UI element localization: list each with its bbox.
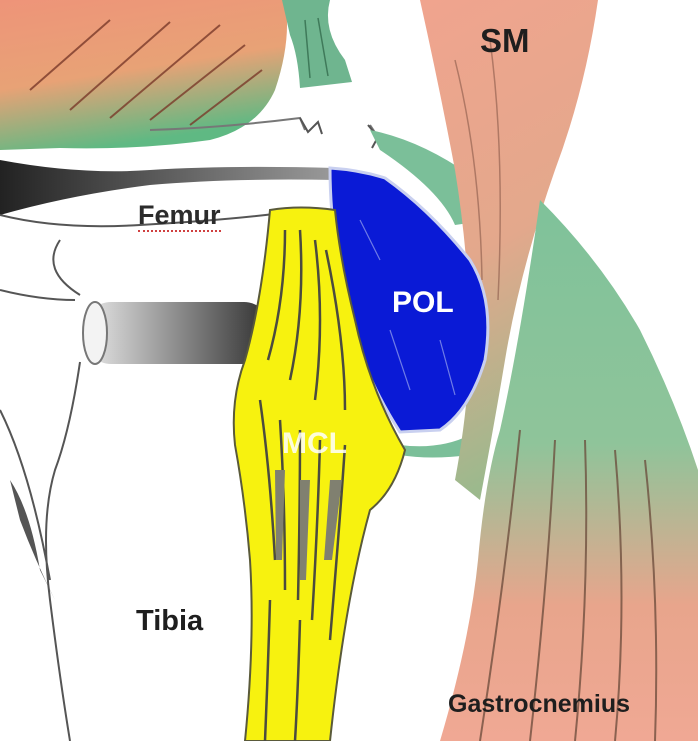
tibia-outline	[0, 362, 80, 741]
adductor-tendon	[282, 0, 352, 88]
femur-condyle	[300, 118, 378, 148]
gastrocnemius-label: Gastrocnemius	[448, 690, 630, 719]
tibia-label: Tibia	[136, 605, 203, 638]
quadriceps-muscle	[0, 0, 287, 150]
mcl-label: MCL	[282, 427, 347, 461]
pol-label: POL	[392, 286, 454, 320]
sm-label: SM	[480, 22, 530, 60]
femur-label: Femur	[138, 200, 221, 232]
tendon-cylinder	[85, 302, 270, 364]
